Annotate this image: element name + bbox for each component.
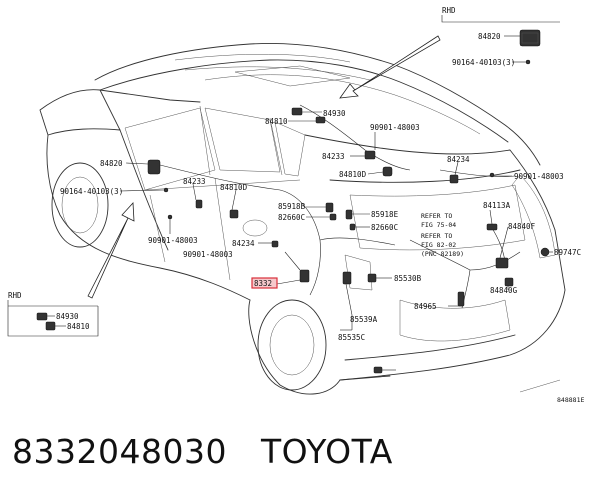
- label-84234-rear[interactable]: 84234: [447, 155, 470, 164]
- label-85918b[interactable]: 85918B: [278, 202, 306, 211]
- label-90164-left[interactable]: 90164-40103(3): [60, 187, 123, 196]
- label-84233-roof[interactable]: 84233: [322, 152, 345, 161]
- label-90901-rear[interactable]: 90901-48003: [514, 172, 564, 181]
- wiring-harness: [159, 104, 521, 309]
- refer-note-1-line2: FIG 75-04: [421, 221, 456, 229]
- label-84820-top[interactable]: 84820: [478, 32, 501, 41]
- label-84820-left[interactable]: 84820: [100, 159, 123, 168]
- label-90901-mid[interactable]: 90901-48003: [183, 250, 233, 259]
- label-84965[interactable]: 84965: [414, 302, 437, 311]
- label-84233-left[interactable]: 84233: [183, 177, 206, 186]
- label-90164-top[interactable]: 90164-40103(3): [452, 58, 515, 67]
- refer-note-2-line3: (PNC 82189): [421, 250, 464, 258]
- vehicle-outline: [39, 42, 566, 395]
- label-85535c[interactable]: 85535C: [338, 333, 365, 342]
- label-90901-roof[interactable]: 90901-48003: [370, 123, 420, 132]
- part-labels: 84820 90164-40103(3) 84930 84810 90901-4…: [56, 32, 584, 404]
- label-84113a[interactable]: 84113A: [483, 201, 511, 210]
- rhd-label-left: RHD: [8, 291, 22, 300]
- label-84234-left[interactable]: 84234: [232, 239, 255, 248]
- rhd-callout-left: RHD: [7, 291, 99, 337]
- label-82660c-b[interactable]: 82660C: [371, 223, 398, 232]
- caption: 8332048030 TOYOTA: [12, 432, 393, 471]
- rhd-label-top: RHD: [442, 6, 456, 15]
- refer-note-1-line1: REFER TO: [421, 212, 452, 220]
- view-arrows: [87, 35, 441, 299]
- label-84810-box[interactable]: 84810: [67, 322, 90, 331]
- caption-brand: TOYOTA: [260, 432, 393, 471]
- rhd-callout-top: RHD: [441, 6, 560, 23]
- refer-notes: REFER TO FIG 75-04 REFER TO FIG 82-02 (P…: [421, 212, 464, 258]
- parts-diagram: RHD RHD: [7, 6, 584, 404]
- caption-part-number: 8332048030: [12, 432, 227, 471]
- leader-lines: [47, 35, 553, 371]
- label-83320-highlight[interactable]: 8332: [254, 279, 272, 288]
- highlighted-part-83320[interactable]: 8332: [251, 277, 278, 289]
- label-85530b[interactable]: 85530B: [394, 274, 422, 283]
- label-84840g[interactable]: 84840G: [490, 286, 518, 295]
- label-85918e[interactable]: 85918E: [371, 210, 399, 219]
- label-84810[interactable]: 84810: [265, 117, 288, 126]
- label-84840f[interactable]: 84840F: [508, 222, 536, 231]
- label-82660c-a[interactable]: 82660C: [278, 213, 305, 222]
- label-84810d-left[interactable]: 84810D: [220, 183, 248, 192]
- label-84930-box[interactable]: 84930: [56, 312, 79, 321]
- label-84810d-roof[interactable]: 84810D: [339, 170, 367, 179]
- refer-note-2-line2: FIG 82-02: [421, 241, 456, 249]
- label-89747c[interactable]: 89747C: [554, 248, 581, 257]
- refer-note-2-line1: REFER TO: [421, 232, 452, 240]
- label-90901-left[interactable]: 90901-48003: [148, 236, 198, 245]
- label-85539a[interactable]: 85539A: [350, 315, 378, 324]
- label-84930[interactable]: 84930: [323, 109, 346, 118]
- diagram-id: 848881E: [557, 396, 584, 404]
